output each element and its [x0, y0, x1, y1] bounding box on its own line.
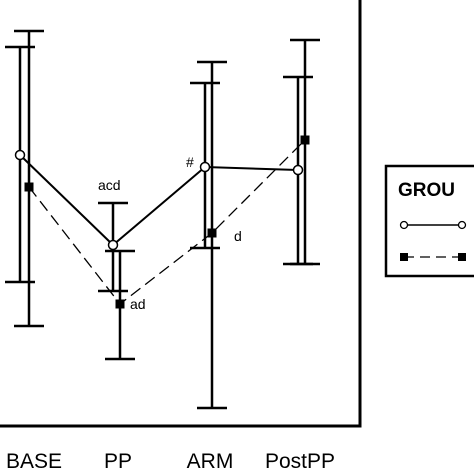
series-1-point	[292, 164, 304, 176]
series-2-error-bar	[290, 38, 320, 266]
annotation-label: acd	[98, 177, 121, 193]
series-1-line	[19, 154, 299, 247]
legend-entries	[399, 220, 467, 261]
series-2-point	[207, 228, 217, 238]
series-2-line	[28, 139, 306, 305]
chart-marks	[5, 29, 320, 410]
series-1-point	[199, 161, 211, 173]
series-1-point	[107, 239, 119, 251]
series-2-error-bar	[14, 29, 44, 328]
x-tick-label-pp: PP	[104, 450, 132, 473]
legend-title: GROU	[398, 180, 455, 201]
series-1-point	[14, 149, 26, 161]
annotation-label: #	[186, 154, 194, 170]
x-tick-labels: BASE PP ARM PostPP	[6, 450, 335, 473]
plot-frame	[0, 0, 362, 428]
annotation-label: d	[234, 228, 242, 244]
chart-annotations: acd ad # d	[98, 154, 242, 312]
series-2-point	[300, 135, 310, 145]
x-tick-label-arm: ARM	[187, 450, 234, 473]
series-2-point	[24, 182, 34, 192]
annotation-label: ad	[130, 296, 146, 312]
x-tick-label-base: BASE	[6, 450, 62, 473]
legend-entry-series-1	[399, 220, 467, 230]
legend-entry-series-2	[400, 253, 466, 261]
series-2-point	[115, 299, 125, 309]
x-tick-label-postpp: PostPP	[265, 450, 335, 473]
legend: GROU	[384, 164, 474, 278]
